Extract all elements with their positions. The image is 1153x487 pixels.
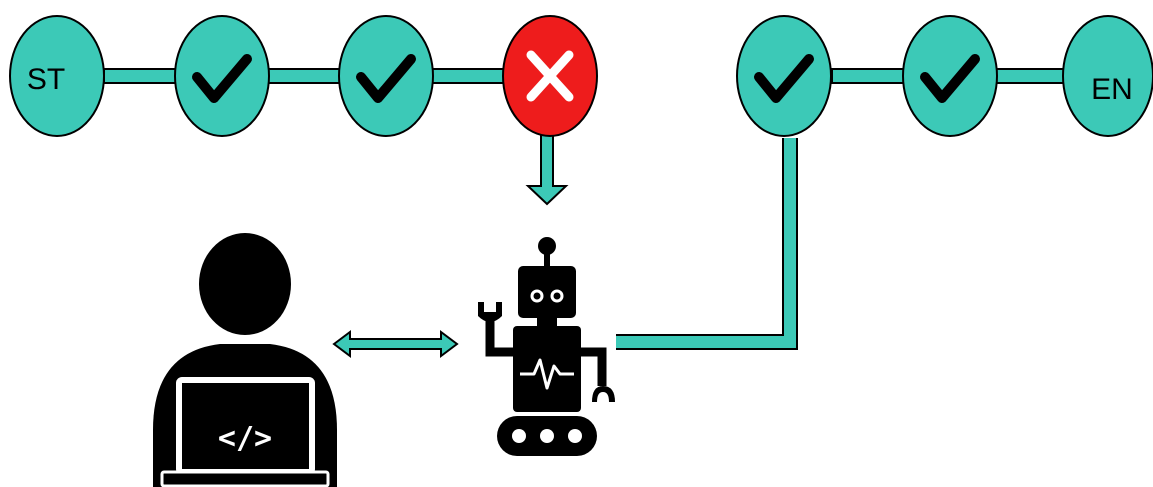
bidirectional-arrow <box>332 330 459 358</box>
checkmark-icon <box>356 54 416 103</box>
connector-st-1 <box>103 68 177 84</box>
robot-icon <box>478 237 615 456</box>
fail-down-arrow <box>525 127 569 206</box>
checkmark-icon <box>192 54 252 103</box>
robot-return-path <box>616 138 798 350</box>
node-step-2 <box>338 15 434 137</box>
connector-4-5 <box>831 68 905 84</box>
start-label: ST <box>27 63 65 96</box>
connector-5-en <box>995 68 1069 84</box>
node-start: ST <box>9 15 105 137</box>
node-step-failed <box>502 15 598 137</box>
code-symbol-icon: </> <box>218 421 272 456</box>
connector-1-2 <box>267 68 341 84</box>
node-step-4 <box>736 15 832 137</box>
end-label: EN <box>1091 73 1133 106</box>
node-step-5 <box>902 15 998 137</box>
checkmark-icon <box>754 54 814 103</box>
cross-icon <box>526 50 574 102</box>
checkmark-icon <box>920 54 980 103</box>
node-step-1 <box>174 15 270 137</box>
connector-2-fail <box>431 68 505 84</box>
node-end: EN <box>1062 15 1153 137</box>
developer-laptop-icon: </> <box>153 233 337 487</box>
